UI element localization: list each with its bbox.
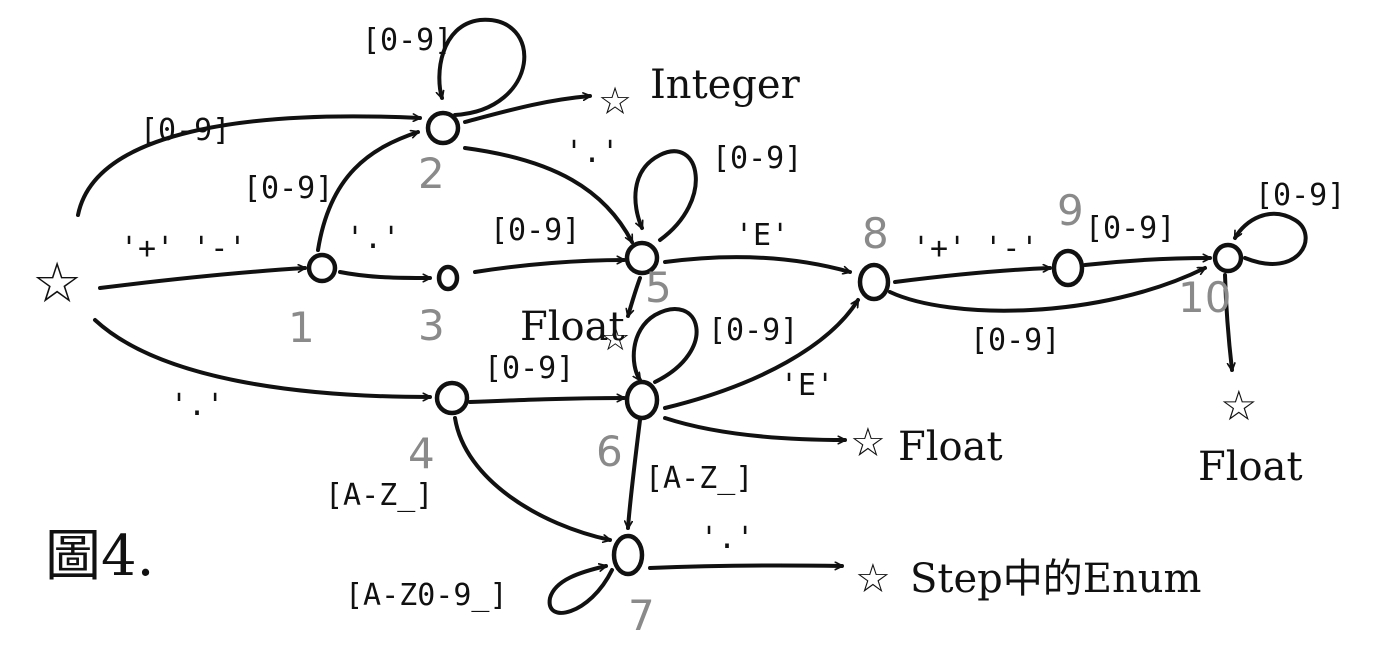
output-integer: Integer <box>650 62 801 108</box>
state-number-7: 7 <box>628 591 655 640</box>
label-start-to-4-dot: '.' <box>170 388 224 423</box>
edge-4-to-6 <box>468 398 626 404</box>
label-8-to-10-digits: [0-9] <box>970 323 1060 358</box>
edge-5-to-8 <box>663 255 852 272</box>
output-float-c: Float <box>1198 444 1303 490</box>
state-number-9: 9 <box>1057 186 1084 235</box>
edge-start-to-2 <box>76 116 422 217</box>
label-loop-7-az09: [A-Z0-9_] <box>345 578 508 613</box>
output-float-a: Float <box>520 304 625 350</box>
start-star-icon: ☆ <box>32 251 82 316</box>
label-5-to-8-exp: 'E' <box>735 218 789 253</box>
state-6 <box>624 379 660 421</box>
edge-8-to-10 <box>888 266 1207 313</box>
state-number-5: 5 <box>645 263 672 312</box>
label-7-to-enum-dot: '.' <box>700 521 754 556</box>
edge-2-to-5 <box>463 146 634 244</box>
loop-10 <box>1233 212 1308 266</box>
accept-star-float-b-icon: ☆ <box>850 420 886 466</box>
edge-1-to-3 <box>338 270 432 278</box>
label-6-to-7-az: [A-Z_] <box>645 461 753 496</box>
edge-6-to-7 <box>628 418 642 530</box>
state-number-2: 2 <box>418 149 445 198</box>
edge-9-to-10 <box>1083 258 1212 267</box>
state-number-3: 3 <box>418 301 445 350</box>
label-1-to-2-digits: [0-9] <box>243 171 333 206</box>
state-number-4: 4 <box>408 429 435 478</box>
state-5 <box>624 240 660 276</box>
state-10 <box>1212 242 1244 274</box>
loop-2 <box>439 17 527 117</box>
figure-caption: 圖4. <box>45 524 154 589</box>
state-number-1: 1 <box>288 303 315 352</box>
label-loop-10-digits: [0-9] <box>1255 178 1345 213</box>
state-7 <box>611 533 645 577</box>
accept-star-float-a-icon: ☆ <box>600 319 630 359</box>
label-start-to-1-sign: '+' '-' <box>120 231 246 266</box>
start-state: ☆ <box>32 251 82 316</box>
edge-3-to-5 <box>473 260 626 274</box>
loop-6 <box>631 307 699 384</box>
state-1 <box>306 252 338 284</box>
state-number-10: 10 <box>1178 273 1231 322</box>
accept-star-float-c-icon: ☆ <box>1220 381 1258 430</box>
state-number-8: 8 <box>862 209 889 258</box>
edge-4-to-7 <box>453 416 612 540</box>
label-4-to-7-az: [A-Z_] <box>325 478 433 513</box>
label-start-to-2-digits: [0-9] <box>140 113 230 148</box>
loop-5 <box>633 149 698 242</box>
label-8-to-9-sign: '+' '-' <box>912 231 1038 266</box>
state-number-6: 6 <box>596 427 623 476</box>
state-2 <box>425 110 461 146</box>
edge-8-to-9 <box>893 268 1052 284</box>
label-9-to-10-digits: [0-9] <box>1085 211 1175 246</box>
label-4-to-6-digits: [0-9] <box>484 351 574 386</box>
state-8 <box>857 262 891 302</box>
state-3 <box>436 264 460 292</box>
loop-7 <box>547 566 614 615</box>
output-float-b: Float <box>898 424 1003 470</box>
label-6-to-8-exp: 'E' <box>780 368 834 403</box>
edge-5-to-float-a <box>628 276 642 318</box>
label-3-to-5-digits: [0-9] <box>490 213 580 248</box>
edge-6-to-8 <box>663 298 860 410</box>
state-9 <box>1051 248 1085 288</box>
output-enum: Step中的Enum <box>910 556 1201 602</box>
label-loop-2-digits: [0-9] <box>362 23 452 58</box>
edge-7-to-enum <box>648 565 844 568</box>
accept-star-integer-icon: ☆ <box>598 79 632 123</box>
edge-10-to-float-c <box>1223 273 1232 372</box>
accept-star-enum-icon: ☆ <box>855 556 891 602</box>
edge-1-to-2 <box>316 132 420 252</box>
edge-6-to-float-b <box>663 416 847 440</box>
label-loop-6-digits: [0-9] <box>708 313 798 348</box>
edge-start-to-4 <box>93 318 432 397</box>
label-1-to-3-dot: '.' <box>346 221 400 256</box>
label-loop-5-digits: [0-9] <box>712 141 802 176</box>
state-4 <box>434 380 470 416</box>
edge-start-to-1 <box>98 268 307 290</box>
label-2-to-5-dot: '.' <box>565 135 619 170</box>
edge-2-to-integer <box>463 96 592 124</box>
